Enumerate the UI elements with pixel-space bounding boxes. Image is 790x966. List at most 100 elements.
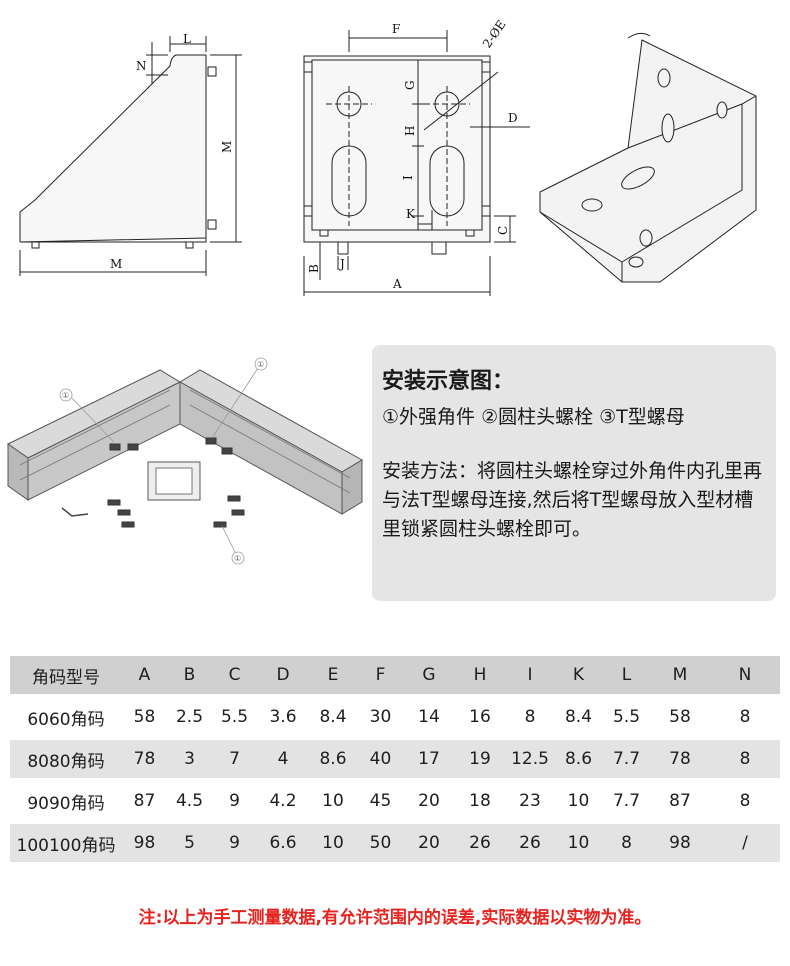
table-cell: 9	[212, 782, 257, 820]
table-cell: 10	[309, 824, 357, 862]
table-cell: 6.6	[257, 824, 309, 862]
dim-H: H	[403, 126, 417, 136]
table-cell: 6060角码	[10, 698, 122, 736]
table-row: 6060角码 58 2.5 5.5 3.6 8.4 30 14 16 8 8.4…	[10, 698, 780, 736]
table-cell: 8	[603, 824, 650, 862]
installation-parts: ①外强角件 ②圆柱头螺栓 ③T型螺母	[382, 406, 685, 428]
dim-I: I	[401, 175, 415, 180]
header-cell: K	[554, 656, 603, 694]
dim-L: L	[183, 32, 191, 46]
table-cell: 17	[404, 740, 454, 778]
table-cell: 7	[212, 740, 257, 778]
header-cell: B	[167, 656, 212, 694]
header-cell: L	[603, 656, 650, 694]
installation-method: 安装方法：将圆柱头螺栓穿过外角件内孔里再与法T型螺母连接,然后将T型螺母放入型材…	[382, 460, 763, 540]
dim-M-horizontal: M	[110, 257, 122, 271]
isometric-bracket	[539, 32, 757, 283]
table-cell: 8	[506, 698, 554, 736]
side-view-outline	[19, 54, 207, 243]
table-cell: /	[710, 824, 780, 862]
dim-C: C	[496, 226, 510, 235]
dim-M-vertical: M	[220, 141, 234, 153]
table-cell: 78	[122, 740, 167, 778]
header-cell: E	[309, 656, 357, 694]
header-cell: M	[650, 656, 710, 694]
table-cell: 58	[122, 698, 167, 736]
table-cell: 14	[404, 698, 454, 736]
table-cell: 100100角码	[10, 824, 122, 862]
table-cell: 8.6	[554, 740, 603, 778]
table-cell: 45	[357, 782, 404, 820]
table-cell: 8.6	[309, 740, 357, 778]
table-cell: 78	[650, 740, 710, 778]
table-cell: 26	[506, 824, 554, 862]
table-cell: 30	[357, 698, 404, 736]
table-cell: 5	[167, 824, 212, 862]
header-cell: I	[506, 656, 554, 694]
table-cell: 40	[357, 740, 404, 778]
header-cell: 角码型号	[10, 656, 122, 694]
table-cell: 10	[554, 824, 603, 862]
table-row: 100100角码 98 5 9 6.6 10 50 20 26 26 10 8 …	[10, 824, 780, 862]
dim-B: B	[307, 264, 321, 273]
table-cell: 87	[650, 782, 710, 820]
table-cell: 10	[309, 782, 357, 820]
callout-3: ①	[234, 554, 241, 563]
table-cell: 2.5	[167, 698, 212, 736]
dim-F: F	[392, 22, 400, 36]
table-cell: 87	[122, 782, 167, 820]
dim-hole: 2-ØE	[480, 18, 509, 51]
spec-table: 角码型号 A B C D E F G H I K L M N 6060角码 58…	[10, 652, 780, 866]
table-cell: 4	[257, 740, 309, 778]
table-cell: 8	[710, 740, 780, 778]
dim-K: K	[406, 207, 416, 221]
header-cell: C	[212, 656, 257, 694]
table-cell: 8.4	[309, 698, 357, 736]
installation-info-panel: 安装示意图： ①外强角件 ②圆柱头螺栓 ③T型螺母 安装方法：将圆柱头螺栓穿过外…	[372, 345, 776, 601]
table-cell: 3	[167, 740, 212, 778]
header-cell: N	[710, 656, 780, 694]
table-cell: 18	[454, 782, 506, 820]
table-cell: 8	[710, 698, 780, 736]
table-cell: 9	[212, 824, 257, 862]
table-row: 8080角码 78 3 7 4 8.6 40 17 19 12.5 8.6 7.…	[10, 740, 780, 778]
callout-2: ①	[257, 360, 264, 369]
table-cell: 98	[650, 824, 710, 862]
header-cell: F	[357, 656, 404, 694]
table-cell: 23	[506, 782, 554, 820]
table-cell: 50	[357, 824, 404, 862]
dim-J: J	[338, 257, 345, 271]
installation-title: 安装示意图：	[382, 369, 515, 394]
dim-N: N	[136, 59, 147, 73]
header-cell: H	[454, 656, 506, 694]
table-row: 9090角码 87 4.5 9 4.2 10 45 20 18 23 10 7.…	[10, 782, 780, 820]
dim-D: D	[508, 111, 518, 125]
header-cell: D	[257, 656, 309, 694]
table-cell: 8.4	[554, 698, 603, 736]
table-cell: 16	[454, 698, 506, 736]
table-cell: 3.6	[257, 698, 309, 736]
installation-illustration: ① ① ①	[7, 357, 363, 565]
table-cell: 5.5	[212, 698, 257, 736]
header-cell: A	[122, 656, 167, 694]
table-cell: 8	[710, 782, 780, 820]
table-cell: 8080角码	[10, 740, 122, 778]
table-cell: 58	[650, 698, 710, 736]
table-cell: 7.7	[603, 740, 650, 778]
spec-table-header: 角码型号 A B C D E F G H I K L M N	[10, 656, 780, 694]
dim-A: A	[392, 277, 402, 291]
table-cell: 20	[404, 782, 454, 820]
table-cell: 10	[554, 782, 603, 820]
dim-G: G	[403, 80, 417, 90]
table-cell: 19	[454, 740, 506, 778]
table-cell: 20	[404, 824, 454, 862]
table-cell: 4.5	[167, 782, 212, 820]
callout-1: ①	[62, 391, 69, 400]
table-cell: 4.2	[257, 782, 309, 820]
table-cell: 26	[454, 824, 506, 862]
table-cell: 5.5	[603, 698, 650, 736]
technical-drawing: L N M M F 2-ØE G H I K D C	[0, 18, 790, 320]
front-view-plate	[303, 55, 491, 243]
table-cell: 7.7	[603, 782, 650, 820]
table-cell: 9090角码	[10, 782, 122, 820]
